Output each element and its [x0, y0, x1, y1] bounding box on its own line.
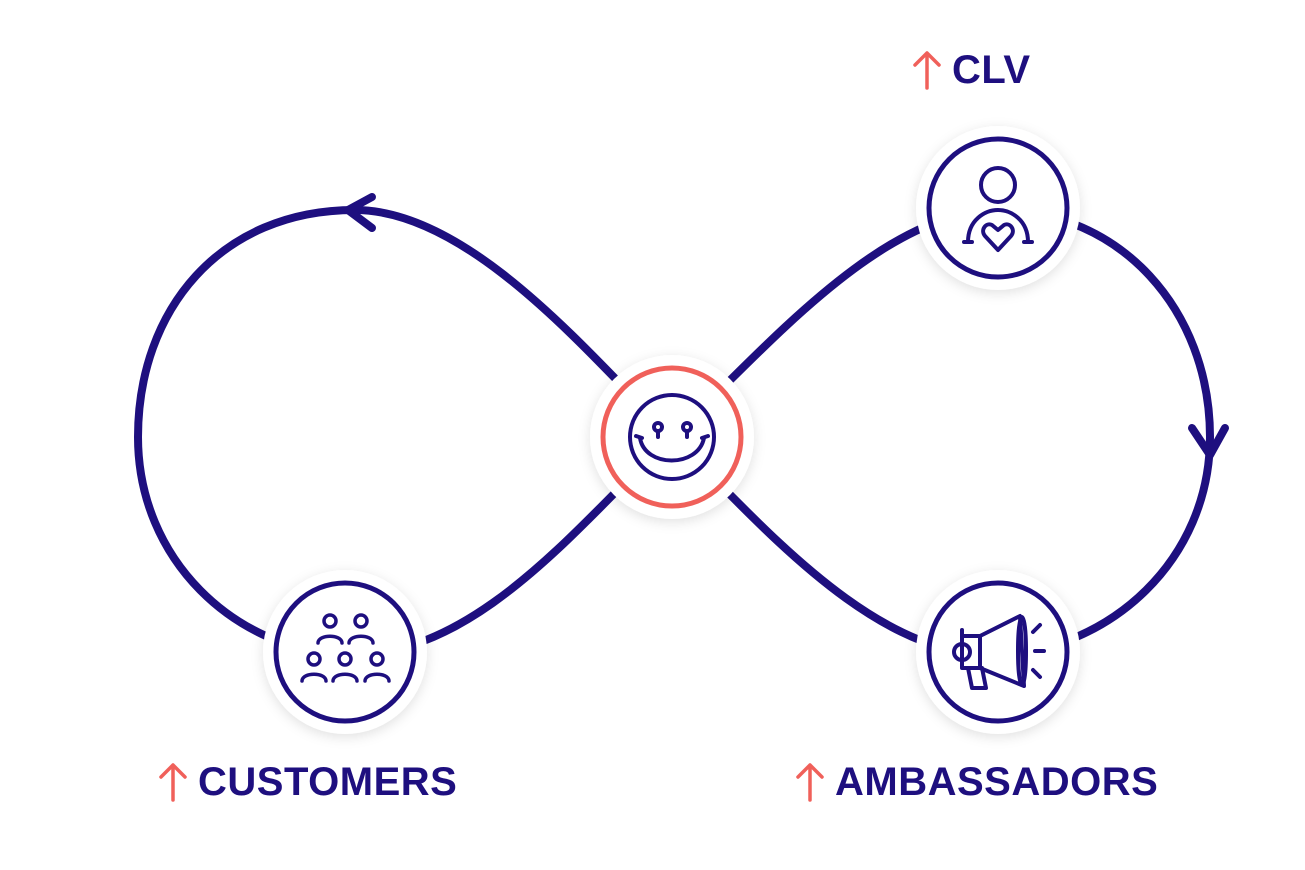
arrow-up-icon — [159, 763, 187, 802]
ambassadors-label-text: AMBASSADORS — [835, 760, 1159, 804]
ambassadors-node[interactable] — [916, 570, 1080, 734]
people-group-icon — [300, 613, 391, 683]
arrow-up-icon — [913, 51, 941, 90]
megaphone-icon — [952, 614, 1046, 690]
arrow-up-icon — [796, 763, 824, 802]
customers-node[interactable] — [263, 570, 427, 734]
customers-label-text: CUSTOMERS — [198, 760, 458, 804]
person-heart-icon — [962, 166, 1034, 252]
customers-label: CUSTOMERS — [158, 760, 457, 804]
clv-label: CLV — [912, 48, 1031, 92]
center-node[interactable] — [590, 355, 754, 519]
loop-arrowhead-left-icon — [344, 193, 376, 232]
smiley-face-icon — [628, 393, 716, 481]
clv-node[interactable] — [916, 126, 1080, 290]
loop-arrowhead-down-icon — [1188, 424, 1229, 459]
ambassadors-label: AMBASSADORS — [795, 760, 1158, 804]
clv-label-text: CLV — [952, 48, 1031, 92]
